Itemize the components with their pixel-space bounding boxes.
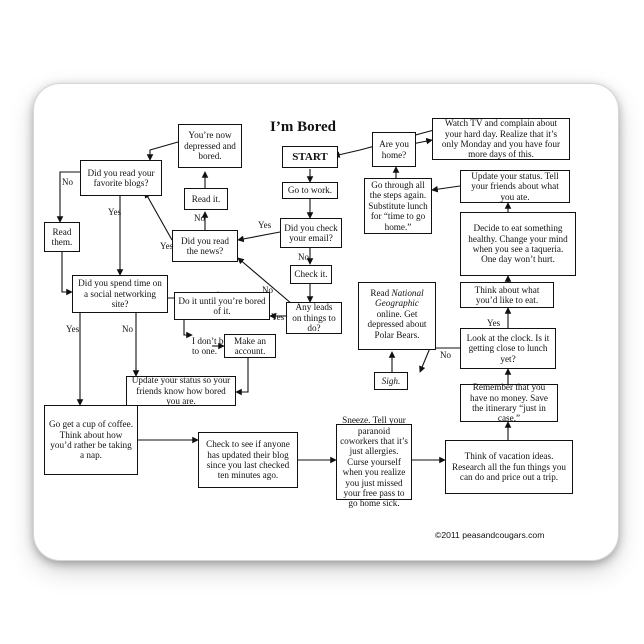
label-blogs-no: No [62, 177, 73, 187]
node-eat-healthy: Decide to eat something healthy. Change … [460, 212, 576, 276]
edge-news-blogs [144, 191, 173, 241]
node-depressed: You’re now depressed and bored. [178, 124, 242, 168]
node-favorite-blogs: Did you read your favorite blogs? [80, 160, 162, 196]
node-go-to-work: Go to work. [282, 182, 338, 199]
node-vacation: Think of vacation ideas. Research all th… [445, 440, 573, 494]
node-read-it: Read it. [184, 188, 228, 210]
node-update-status-bored: Update your status so your friends know … [126, 375, 236, 406]
node-sneeze: Sneeze. Tell your paranoid coworkers tha… [336, 415, 412, 508]
node-check-email: Did you check your email? [280, 218, 342, 248]
label-social-yes: Yes [66, 324, 80, 334]
edge-blogs-readthem [56, 171, 80, 223]
label-clock-no: No [440, 350, 451, 360]
natgeo-text-pre: Read [370, 288, 390, 298]
node-any-leads: Any leads on things to do? [286, 302, 342, 334]
edge-ate-gothrough [431, 185, 461, 193]
node-dont-belong: I don’t belong to one. [192, 336, 244, 357]
label-leads-yes: Yes [271, 312, 285, 322]
copyright-text: ©2011 peasandcougars.com [435, 530, 545, 540]
label-email-no: No [298, 252, 309, 262]
label-social-no: No [122, 324, 133, 334]
node-read-news: Did you read the news? [172, 230, 238, 262]
node-think-eat: Think about what you’d like to eat. [460, 282, 554, 308]
node-do-it-until: Do it until you’re bored of it. [174, 292, 270, 320]
node-look-clock: Look at the clock. Is it getting close t… [460, 328, 556, 369]
label-email-yes: Yes [258, 220, 272, 230]
node-coffee: Go get a cup of coffee. Think about how … [44, 405, 138, 475]
edge-account-update [235, 358, 249, 396]
edge-email-news [237, 231, 281, 243]
node-watch-tv: Watch TV and complain about your hard da… [432, 118, 570, 160]
edge-depressed-blogs [146, 141, 179, 161]
node-check-it: Check it. [290, 265, 332, 284]
node-go-through: Go through all the steps again. Substitu… [364, 178, 432, 234]
chart-title: I’m Bored [270, 119, 336, 135]
node-national-geographic: Read National Geographic online. Get dep… [358, 282, 436, 350]
node-read-them: Read them. [44, 222, 80, 252]
node-no-money: Remember that you have no money. Save th… [460, 382, 558, 423]
edge-readthem-social [61, 252, 73, 296]
node-sigh: Sigh. [374, 372, 408, 390]
node-check-blog: Check to see if anyone has updated their… [198, 432, 298, 488]
node-start: START [282, 146, 338, 168]
edge-leads-news [237, 257, 293, 305]
node-make-account: Make an account. [224, 334, 276, 358]
node-are-you-home: Are you home? [372, 132, 416, 167]
natgeo-text-title: National Geographic [375, 288, 424, 309]
node-social-networking: Did you spend time on a social networkin… [72, 275, 168, 313]
label-news-yes: Yes [160, 241, 174, 251]
label-news-no: No [194, 213, 205, 223]
label-clock-yes: Yes [487, 318, 501, 328]
natgeo-text-post: online. Get depressed about Polar Bears. [367, 308, 427, 340]
label-leads-no: No [262, 285, 273, 295]
node-update-ate: Update your status. Tell your friends ab… [460, 170, 570, 203]
label-blogs-yes: Yes [108, 207, 122, 217]
